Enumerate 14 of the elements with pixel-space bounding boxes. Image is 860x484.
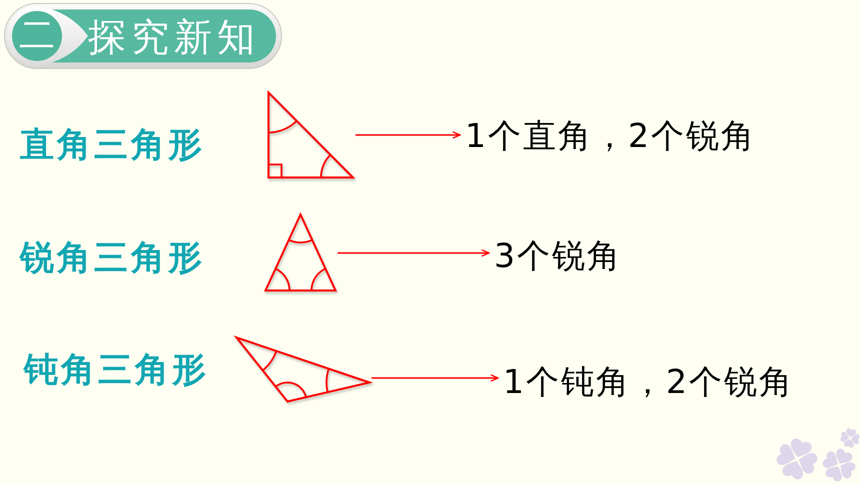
arrow: [372, 374, 499, 382]
right-triangle-drawing: [267, 90, 354, 178]
angle-count-text: 3个锐角: [494, 236, 622, 276]
section-title: 探究新知: [88, 15, 260, 59]
acute-triangle-drawing: [264, 212, 336, 292]
triangle-type-label: 钝角三角形: [24, 350, 209, 390]
angle-count-text: 1个直角，2个锐角: [465, 116, 756, 156]
triangle-type-label: 直角三角形: [20, 125, 205, 165]
arrow: [338, 249, 490, 257]
obtuse-triangle-drawing: [234, 336, 370, 402]
arrow: [356, 131, 461, 139]
angle-count-text: 1个钝角，2个锐角: [503, 362, 794, 402]
section-number: 二: [19, 16, 55, 56]
triangle-type-label: 锐角三角形: [20, 238, 205, 278]
